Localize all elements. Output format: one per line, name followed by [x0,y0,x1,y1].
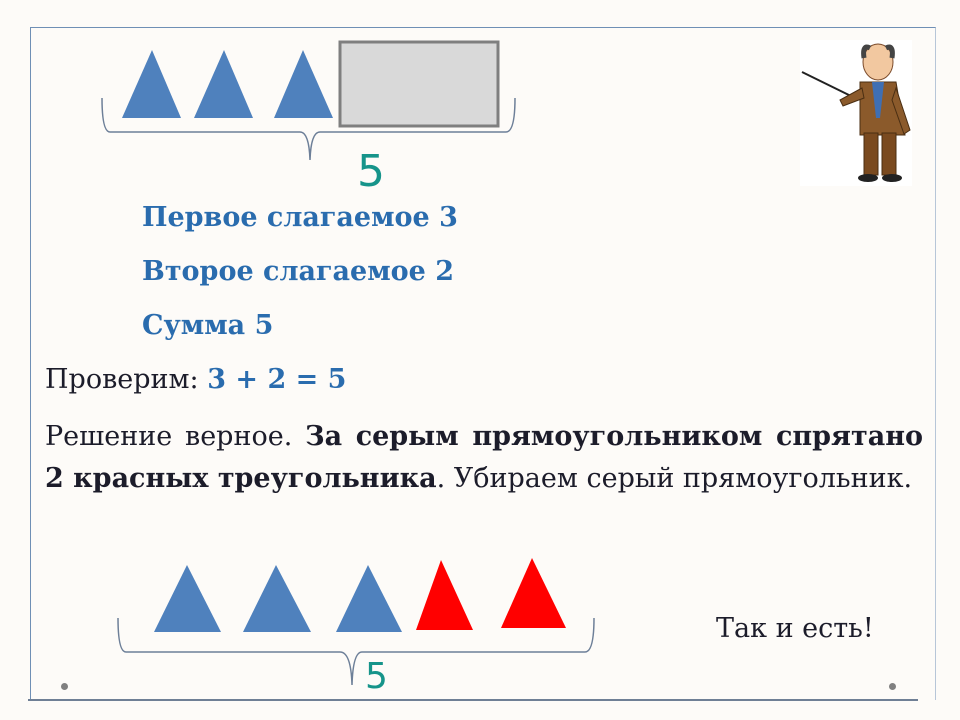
blue-triangle [194,50,253,118]
brace-bottom [117,617,595,686]
conclusion: Так и есть! [716,613,874,644]
blue-triangle [336,565,402,632]
blue-triangle [274,50,333,118]
blue-triangle [122,50,181,118]
solution-paragraph: Решение верное. За серым прямоугольником… [45,416,923,500]
second-addend: Второе слагаемое 2 [142,256,455,287]
bullet-dot-right [889,683,896,690]
solution-part3: . Убираем серый прямоугольник. [436,463,913,494]
first-addend: Первое слагаемое 3 [142,202,458,233]
check-line: Проверим: 3 + 2 = 5 [45,364,346,395]
total-label-bottom: 5 [365,656,388,697]
blue-triangle [243,565,311,632]
brace-top [101,97,516,161]
solution-part1: Решение верное. [45,421,306,452]
red-triangle [416,560,473,630]
blue-triangle [154,565,221,632]
slide-frame [30,27,936,700]
bullet-dot-left [61,683,68,690]
teacher-illustration [800,40,912,186]
total-label-top: 5 [357,146,385,197]
bottom-divider [28,699,918,701]
check-expression: 3 + 2 = 5 [207,364,347,395]
gray-rectangle [338,40,500,128]
sum: Сумма 5 [142,310,274,341]
red-triangle [501,558,566,628]
solution-highlight: За серым прямоугольником спрятано 2 крас… [45,421,923,494]
check-label: Проверим: [45,364,199,395]
